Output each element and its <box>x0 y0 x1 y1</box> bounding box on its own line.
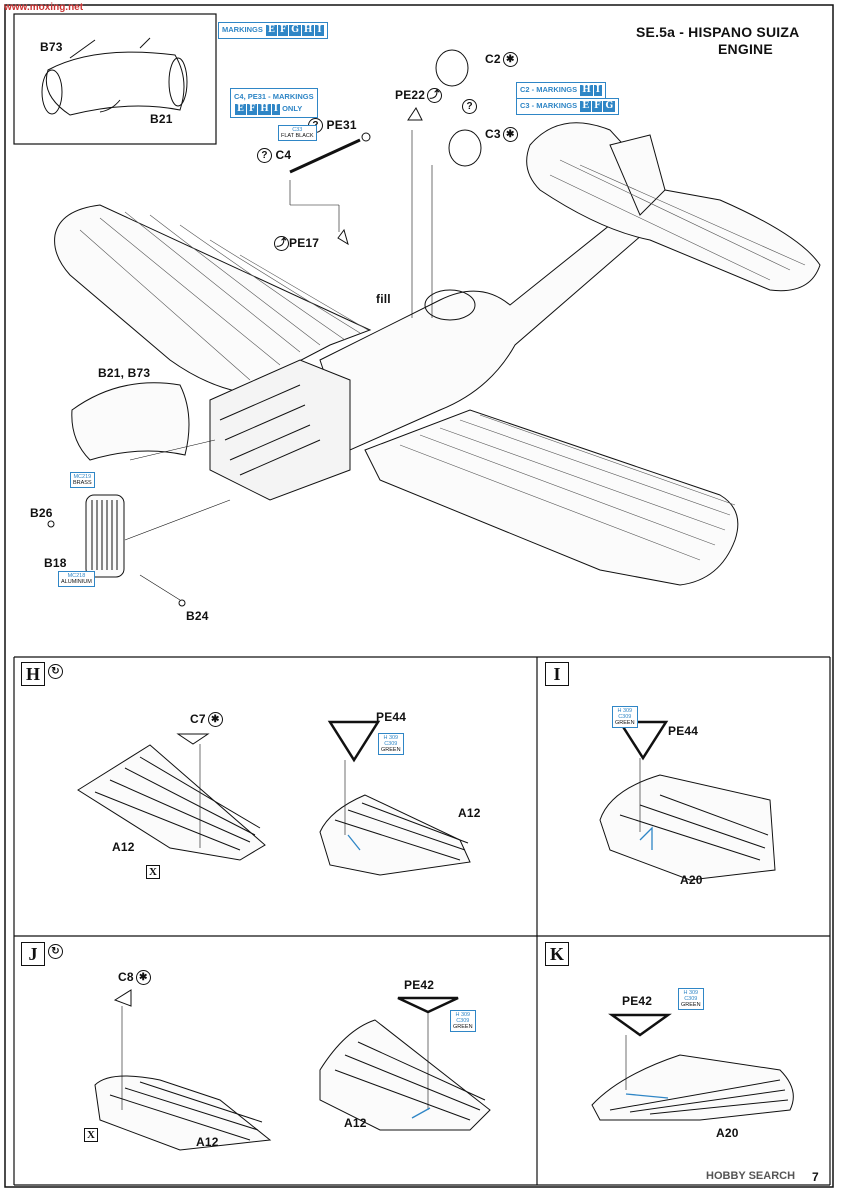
part-label-pe44-h: PE44 <box>376 710 407 724</box>
wing-ribs <box>79 159 806 561</box>
page-title-line2: ENGINE <box>718 41 773 57</box>
aircraft-drawing <box>47 49 821 607</box>
part-label-c2: C2✱ <box>485 52 518 68</box>
part-label-b18: B18 <box>44 556 67 570</box>
panel-j-letter: J <box>21 942 45 966</box>
bend-icon: ⤴ <box>274 236 289 252</box>
part-label-a20-i: A20 <box>680 873 703 887</box>
optional-icon: ? <box>460 98 477 116</box>
panel-h-drawing <box>77 720 471 876</box>
panel-k-letter: K <box>545 942 569 966</box>
part-label-pe42-j: PE42 <box>404 978 435 992</box>
part-label-c3: C3✱ <box>485 127 518 143</box>
part-label-a12-h-left: A12 <box>112 840 135 854</box>
part-label-a12-j-left: A12 <box>196 1135 219 1149</box>
part-label-pe22: PE22⤴ <box>395 88 443 104</box>
part-label-pe17: ⤴PE17 <box>272 236 319 252</box>
inset-part-b21: B21 <box>150 112 173 126</box>
part-label-pe44-i: PE44 <box>668 724 699 738</box>
panel-h-letter: H <box>21 662 45 686</box>
panel-k-drawing <box>591 1013 794 1121</box>
fill-label: fill <box>376 292 391 306</box>
rotate-icon: ↻ <box>46 663 63 681</box>
part-label-b21-b73: B21, B73 <box>98 366 151 380</box>
star-icon: ✱ <box>135 970 151 986</box>
star-icon: ✱ <box>502 52 518 68</box>
rotate-icon: ↻ <box>46 943 63 961</box>
part-label-c8: C8✱ <box>118 970 151 986</box>
page-title-line1: SE.5a - HISPANO SUIZA <box>636 24 800 40</box>
panel-j-drawing <box>94 989 491 1151</box>
panel-i-drawing <box>599 720 776 881</box>
page-frame <box>4 4 834 1188</box>
cut-mark-h: X <box>146 865 160 879</box>
star-icon: ✱ <box>207 712 223 728</box>
part-label-a12-h-right: A12 <box>458 806 481 820</box>
inset-part-b73: B73 <box>40 40 63 54</box>
cut-mark-j: X <box>84 1128 98 1142</box>
watermark-top-left: www.moxing.net <box>4 2 84 13</box>
optional-icon: ? <box>257 148 272 164</box>
page-number: 7 <box>812 1170 819 1184</box>
leader-lines <box>124 130 433 601</box>
part-label-pe42-k: PE42 <box>622 994 653 1008</box>
part-label-c7: C7✱ <box>190 712 223 728</box>
part-label-c4: ? C4 <box>255 148 291 164</box>
part-label-b24: B24 <box>186 609 209 623</box>
bend-icon: ⤴ <box>427 88 443 104</box>
part-label-a20-k: A20 <box>716 1126 739 1140</box>
part-label-a12-j-right: A12 <box>344 1116 367 1130</box>
inset-frame <box>13 13 217 145</box>
part-label-b26: B26 <box>30 506 53 520</box>
panel-i-letter: I <box>545 662 569 686</box>
star-icon: ✱ <box>502 127 518 143</box>
inset-cowling-drawing <box>41 37 188 116</box>
watermark-bottom-right: HOBBY SEARCH <box>706 1170 796 1182</box>
